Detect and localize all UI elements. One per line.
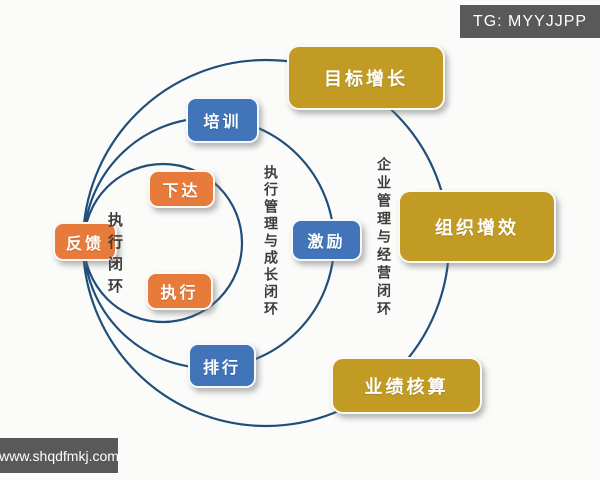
node-training: 培训 xyxy=(186,97,259,143)
node-ranking: 排行 xyxy=(188,343,256,388)
telegram-watermark: TG: MYYJJPP xyxy=(460,5,600,38)
node-org-efficiency: 组织增效 xyxy=(398,190,556,263)
node-feedback: 反馈 xyxy=(53,222,117,261)
loop-label-inner: 执行闭环 xyxy=(106,212,123,300)
node-goal-growth: 目标增长 xyxy=(287,45,445,110)
loop-label-outer: 企业管理与经营闭环 xyxy=(376,157,392,319)
node-assign: 下达 xyxy=(148,170,215,208)
node-execute: 执行 xyxy=(146,272,213,310)
website-watermark: www.shqdfmkj.com xyxy=(0,438,119,473)
node-performance: 业绩核算 xyxy=(331,357,482,414)
loop-label-middle: 执行管理与成长闭环 xyxy=(263,165,279,318)
node-motivate: 激励 xyxy=(291,219,362,261)
